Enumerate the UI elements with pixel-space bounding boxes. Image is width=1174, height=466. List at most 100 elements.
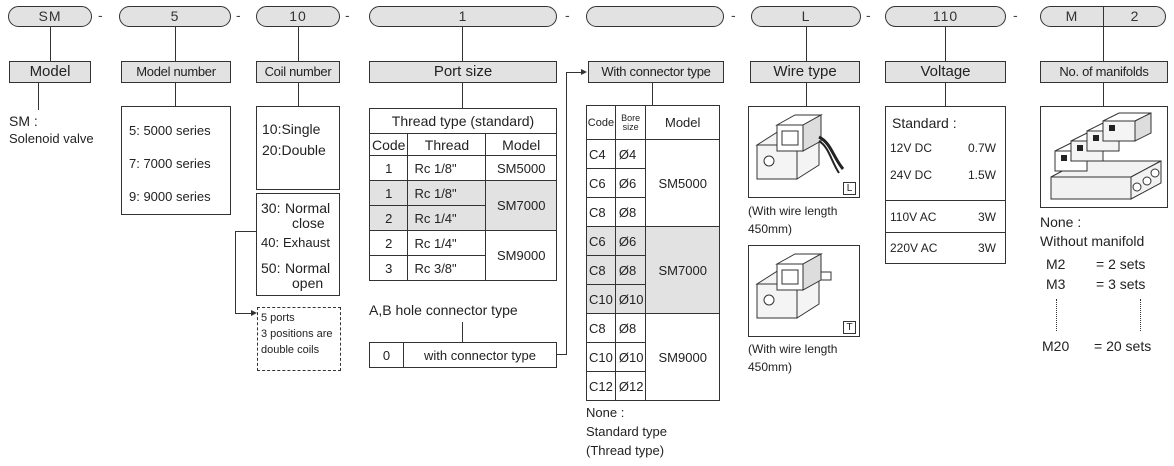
ab-hole-code: 0	[369, 342, 404, 368]
bracket-line	[235, 231, 256, 232]
voltage-dc-w: 0.7W	[968, 141, 997, 155]
wire-caption: (With wire length	[748, 342, 838, 356]
thread-value: Rc 3/8"	[407, 255, 487, 281]
code-port-size: 1	[369, 6, 557, 27]
thread-model: SM9000	[485, 230, 557, 281]
thread-table-title: Thread type (standard)	[369, 108, 557, 134]
thread-table: Thread type (standard) Code Thread Model…	[368, 108, 557, 281]
header-wire-type: Wire type	[750, 61, 860, 83]
separator: -	[345, 7, 350, 23]
voltage-dc-w: 1.5W	[968, 168, 997, 182]
header-connector: With connector type	[588, 61, 724, 83]
header-voltage: Voltage	[885, 61, 1006, 83]
connector-line	[652, 83, 653, 105]
ellipsis-dots	[1140, 299, 1141, 331]
model-code-label: SM :	[9, 113, 38, 129]
connector-line	[945, 27, 946, 61]
manifold-code: M2	[1046, 256, 1066, 272]
conn-bore: Ø10	[614, 342, 647, 372]
coil-single-double: 10:Single 20:Double	[256, 106, 340, 190]
coil-note-line: 5 ports	[261, 312, 295, 324]
conn-bore: Ø8	[614, 197, 647, 227]
connector-line	[462, 27, 463, 61]
manifold-sets: = 2 sets	[1096, 256, 1146, 272]
bracket-line	[235, 313, 255, 314]
code-connector	[586, 6, 724, 27]
manifold-code: M3	[1046, 276, 1066, 292]
code-voltage: 110	[885, 6, 1006, 27]
conn-bore: Ø8	[614, 255, 647, 285]
model-number-list: 5: 5000 series 7: 7000 series 9: 9000 se…	[121, 106, 231, 215]
voltage-ac-w: 3W	[978, 241, 996, 255]
separator: -	[98, 7, 103, 23]
conn-col-bore: Bore size	[614, 105, 647, 140]
ab-hole-label: with connector type	[403, 342, 557, 368]
divider	[886, 232, 1005, 233]
connector-line	[175, 27, 176, 61]
thread-code: 1	[368, 155, 409, 181]
manifold-count: 2	[1130, 8, 1140, 24]
wire-caption: (With wire length	[748, 204, 838, 218]
header-coil-number: Coil number	[256, 61, 340, 83]
ab-hole-table: 0 with connector type	[369, 342, 557, 368]
voltage-ac-w: 3W	[978, 210, 996, 224]
voltage-dc: 24V DC	[890, 168, 933, 182]
separator: -	[866, 7, 871, 23]
coil-pos-code: 50:	[261, 260, 281, 276]
manifold-icon	[1050, 112, 1162, 200]
valve-terminal-icon	[755, 253, 832, 319]
code-wire-type: L	[751, 6, 861, 27]
conn-note: None :	[586, 405, 625, 420]
model-number-item: 7: 7000 series	[129, 156, 211, 171]
thread-code: 3	[368, 255, 409, 281]
conn-bore: Ø6	[614, 168, 647, 198]
arrow-line	[566, 72, 567, 355]
header-port-size: Port size	[369, 61, 557, 83]
voltage-box: Standard : 12V DC 0.7W 24V DC 1.5W 110V …	[885, 106, 1006, 264]
wire-l-image: L	[748, 106, 860, 198]
connector-line	[175, 83, 176, 106]
coil-double: 20:Double	[262, 142, 326, 158]
thread-value: Rc 1/4"	[407, 230, 487, 256]
connector-line	[1103, 27, 1104, 61]
conn-code: C6	[586, 168, 616, 198]
manifold-without: Without manifold	[1040, 233, 1145, 249]
conn-code: C4	[586, 139, 616, 169]
voltage-ac: 110V AC	[890, 210, 937, 224]
connector-line	[298, 83, 299, 106]
wire-tag-l: L	[843, 182, 856, 195]
conn-code: C8	[586, 255, 616, 285]
thread-col-thread: Thread	[407, 133, 487, 156]
conn-bore: Ø8	[614, 313, 647, 343]
code-model: SM	[8, 6, 92, 27]
thread-value: Rc 1/8"	[407, 155, 487, 181]
thread-col-code: Code	[368, 133, 409, 156]
model-number-item: 5: 5000 series	[129, 123, 211, 138]
coil-note-line: double coils	[261, 344, 320, 356]
code-manifold: M 2	[1040, 6, 1166, 27]
coil-pos-code: 30:	[261, 200, 281, 216]
arrow-head	[581, 69, 587, 75]
coil-single: 10:Single	[262, 121, 321, 137]
thread-model: SM5000	[485, 155, 557, 181]
ab-hole-title: A,B hole connector type	[369, 302, 518, 318]
voltage-dc: 12V DC	[890, 141, 933, 155]
header-model: Model	[9, 61, 91, 83]
thread-code: 1	[368, 180, 409, 206]
coil-pos-label2: open	[292, 275, 324, 291]
wire-tag-t: T	[843, 321, 856, 334]
conn-bore: Ø12	[614, 371, 647, 401]
coil-pos-code: 40:	[261, 235, 280, 250]
header-manifolds: No. of manifolds	[1040, 61, 1168, 83]
conn-code: C8	[586, 313, 616, 343]
connector-line	[462, 322, 463, 342]
connector-line	[806, 27, 807, 61]
conn-bore: Ø10	[614, 284, 647, 314]
thread-code: 2	[368, 205, 409, 231]
voltage-ac: 220V AC	[890, 241, 938, 255]
connector-line	[298, 27, 299, 61]
manifold-letter: M	[1065, 8, 1079, 24]
connector-line	[945, 83, 946, 106]
valve-lead-wire-icon	[755, 114, 845, 180]
header-model-number: Model number	[121, 61, 231, 83]
